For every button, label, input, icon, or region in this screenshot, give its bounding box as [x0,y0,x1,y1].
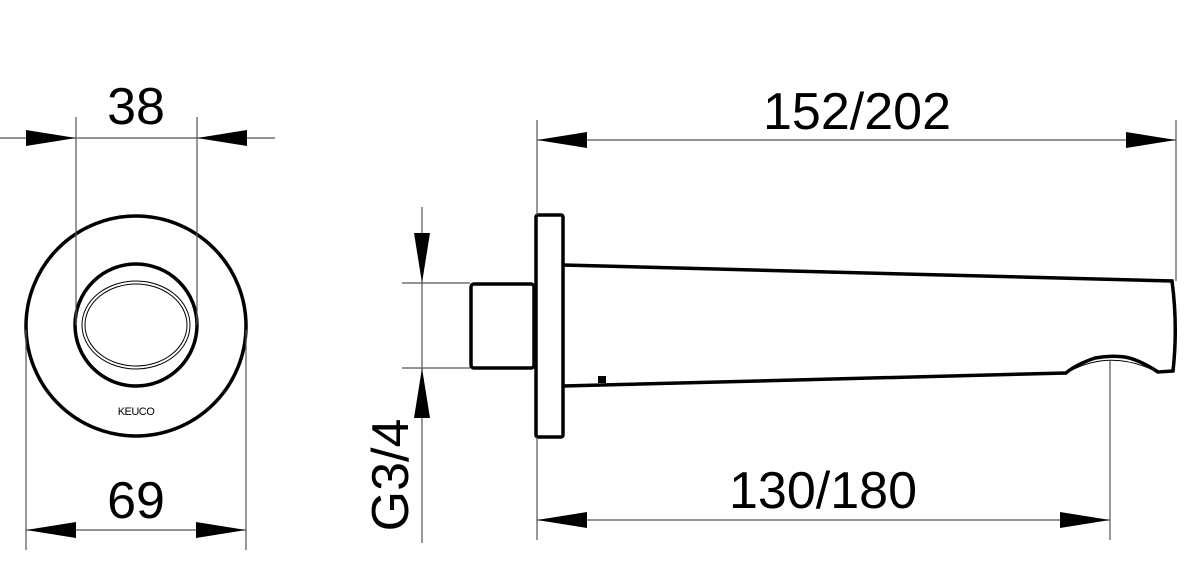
svg-text:38: 38 [107,78,165,136]
inner-spout-circle [73,262,199,388]
svg-text:130/180: 130/180 [729,462,917,520]
aerator-outlet [1069,359,1154,372]
svg-text:G3/4: G3/4 [362,419,420,532]
side-view: G3/4 152/202 130/180 [362,83,1177,543]
svg-text:152/202: 152/202 [763,83,951,141]
svg-text:69: 69 [107,472,165,530]
outlet-ellipse [81,280,191,370]
dimension-38: 38 [0,78,275,325]
thread-nipple [469,282,536,370]
spout-body [562,263,1177,388]
outer-rosette-circle [24,214,248,438]
front-view: KEUCO 38 69 [0,78,275,550]
dimension-130-180: 130/180 [536,360,1111,540]
set-screw [598,376,606,383]
brand-logo: KEUCO [118,406,156,418]
wall-flange [534,213,565,439]
dimension-69: 69 [25,330,247,550]
outlet-ellipse-inner [84,283,188,367]
dimension-152-202: 152/202 [536,83,1177,281]
dimension-g3-4: G3/4 [362,207,470,543]
